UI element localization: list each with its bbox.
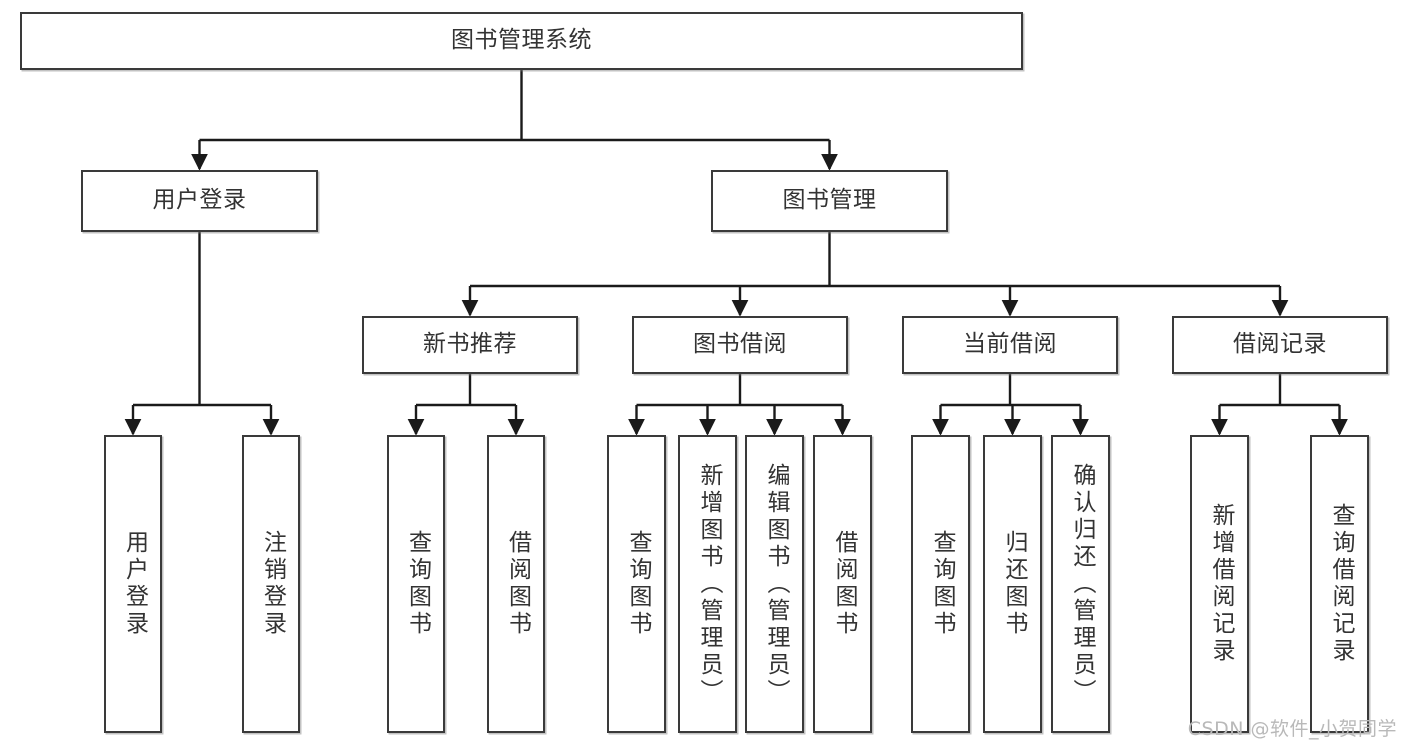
node-new-book-rec[interactable]: 新书推荐 — [362, 316, 578, 374]
node-leaf-edit-book[interactable]: 编辑图书（管理员） — [745, 435, 804, 733]
node-leaf-logout-label: 注销登录 — [259, 530, 286, 638]
node-book-manage-label: 图书管理 — [782, 187, 877, 214]
node-leaf-edit-book-label: 编辑图书（管理员） — [763, 462, 789, 706]
node-leaf-query-book-label: 查询图书 — [625, 530, 651, 638]
node-leaf-borrow-book[interactable]: 借阅图书 — [813, 435, 872, 733]
node-borrow-record-label: 借阅记录 — [1233, 331, 1327, 358]
node-borrow-record[interactable]: 借阅记录 — [1172, 316, 1388, 374]
node-leaf-return-book[interactable]: 归还图书 — [983, 435, 1042, 733]
node-leaf-borrow-book-rec[interactable]: 借阅图书 — [487, 435, 545, 733]
node-root[interactable]: 图书管理系统 — [20, 12, 1023, 70]
watermark-text: CSDN @软件_小贺同学 — [1187, 718, 1397, 740]
node-leaf-query-record-label: 查询借阅记录 — [1328, 503, 1354, 665]
node-leaf-return-book-label: 归还图书 — [1001, 530, 1027, 638]
node-leaf-borrow-book-rec-label: 借阅图书 — [504, 530, 531, 638]
node-leaf-query-book-rec[interactable]: 查询图书 — [387, 435, 445, 733]
node-book-borrow[interactable]: 图书借阅 — [632, 316, 848, 374]
node-leaf-query-book-rec-label: 查询图书 — [404, 530, 431, 638]
node-leaf-logout[interactable]: 注销登录 — [242, 435, 300, 733]
node-leaf-user-login-label: 用户登录 — [121, 530, 148, 638]
node-leaf-add-record[interactable]: 新增借阅记录 — [1190, 435, 1249, 733]
node-leaf-add-book-label: 新增图书（管理员） — [696, 462, 722, 706]
node-leaf-confirm-return-label: 确认归还（管理员） — [1069, 462, 1095, 706]
node-leaf-query-book[interactable]: 查询图书 — [607, 435, 666, 733]
node-current-borrow[interactable]: 当前借阅 — [902, 316, 1118, 374]
node-user-login-label: 用户登录 — [152, 187, 247, 214]
node-book-borrow-label: 图书借阅 — [693, 331, 787, 358]
node-book-manage[interactable]: 图书管理 — [711, 170, 948, 232]
node-leaf-borrow-book-label: 借阅图书 — [831, 530, 857, 638]
node-leaf-user-login[interactable]: 用户登录 — [104, 435, 162, 733]
node-leaf-add-book[interactable]: 新增图书（管理员） — [678, 435, 737, 733]
node-leaf-query-book-cur-label: 查询图书 — [929, 530, 955, 638]
node-current-borrow-label: 当前借阅 — [963, 331, 1057, 358]
node-leaf-query-record[interactable]: 查询借阅记录 — [1310, 435, 1369, 733]
node-leaf-add-record-label: 新增借阅记录 — [1208, 503, 1234, 665]
node-leaf-confirm-return[interactable]: 确认归还（管理员） — [1051, 435, 1110, 733]
node-new-book-rec-label: 新书推荐 — [423, 331, 517, 358]
node-user-login[interactable]: 用户登录 — [81, 170, 318, 232]
node-leaf-query-book-cur[interactable]: 查询图书 — [911, 435, 970, 733]
node-root-label: 图书管理系统 — [451, 27, 592, 54]
